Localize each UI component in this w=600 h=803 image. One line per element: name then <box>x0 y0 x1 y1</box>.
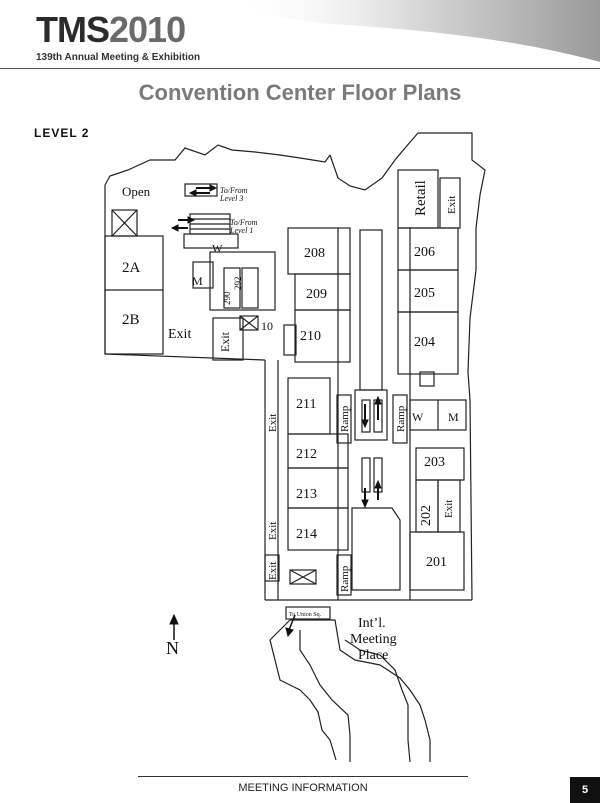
room-2A: 2A <box>122 260 141 276</box>
room-10: 10 <box>261 319 273 333</box>
label-to-level3-a: To/From <box>220 186 248 195</box>
label-m-east: M <box>448 410 459 424</box>
label-intl-3: Place <box>358 648 388 663</box>
label-exit-west: Exit <box>168 327 191 342</box>
room-211: 211 <box>296 397 316 412</box>
room-210: 210 <box>300 329 321 344</box>
label-exit-202: Exit <box>443 500 455 518</box>
building-walls <box>104 132 486 763</box>
arrows <box>169 184 382 640</box>
label-exit-retail: Exit <box>446 196 458 214</box>
room-204: 204 <box>414 335 435 350</box>
label-w-west: W <box>212 243 223 255</box>
label-ramp-east: Ramp <box>395 405 407 432</box>
label-m-west: M <box>192 274 203 288</box>
room-202: 202 <box>419 505 434 526</box>
header-tagline: 139th Annual Meeting & Exhibition <box>36 52 201 63</box>
label-open: Open <box>122 184 151 199</box>
label-to-level3-b: Level 3 <box>219 194 243 203</box>
room-203: 203 <box>424 455 445 470</box>
label-ramp-south: Ramp <box>339 565 351 592</box>
label-w-east: W <box>412 410 424 424</box>
label-to-level1-b: Level 1 <box>229 226 253 235</box>
page-number: 5 <box>570 777 600 803</box>
level-label: LEVEL 2 <box>34 126 90 140</box>
label-exit-core: Exit <box>218 331 232 352</box>
room-213: 213 <box>296 487 317 502</box>
room-208: 208 <box>304 246 325 261</box>
footer-rule <box>138 776 468 777</box>
map-labels: Open 2A 2B Exit M W To/From Level 3 To/F… <box>122 180 459 663</box>
label-intl-1: Int’l. <box>358 616 386 631</box>
label-retail: Retail <box>413 180 429 216</box>
tms-logo: TMS2010 <box>36 9 186 50</box>
label-exit-corridor-1: Exit <box>267 414 279 432</box>
label-ramp-west: Ramp <box>339 405 351 432</box>
label-to-level1-a: To/From <box>230 218 258 227</box>
label-exit-corridor-2: Exit <box>267 522 279 540</box>
north-indicator: N <box>166 638 179 658</box>
footer-section: MEETING INFORMATION <box>238 782 368 794</box>
room-201: 201 <box>426 555 447 570</box>
room-205: 205 <box>414 286 435 301</box>
room-214: 214 <box>296 527 317 542</box>
logo-main: TMS <box>36 9 110 50</box>
header-rule <box>0 68 600 69</box>
room-212: 212 <box>296 447 317 462</box>
label-intl-2: Meeting <box>350 632 397 647</box>
room-209: 209 <box>306 287 327 302</box>
room-2B: 2B <box>122 312 140 328</box>
room-292: 292 <box>233 277 243 291</box>
label-union-sq: To Union Sq. <box>289 612 322 618</box>
page-title: Convention Center Floor Plans <box>138 80 462 105</box>
room-290: 290 <box>222 291 232 305</box>
logo-year: 2010 <box>109 9 186 50</box>
header-swoosh <box>230 0 600 62</box>
room-206: 206 <box>414 245 435 260</box>
label-exit-corridor-3: Exit <box>267 562 279 580</box>
page-header: TMS2010 139th Annual Meeting & Exhibitio… <box>0 0 600 72</box>
